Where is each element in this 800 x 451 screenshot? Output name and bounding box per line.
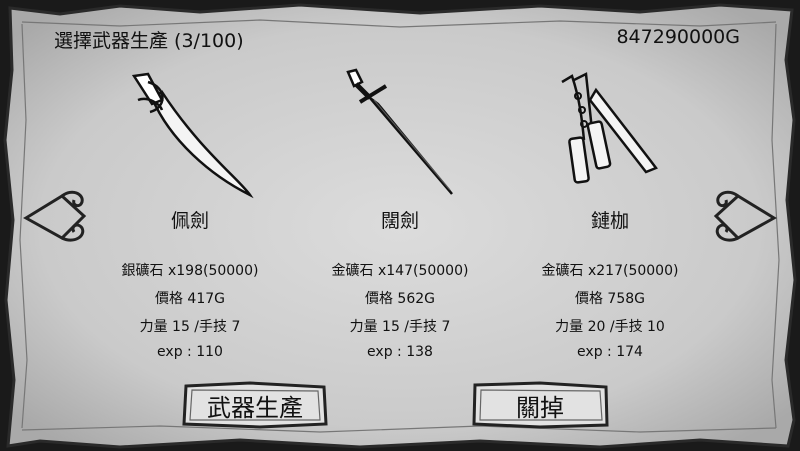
weapon-card-broadsword[interactable]: 闊劍 金礦石 x147(50000) 價格 562G 力量 15 /手技 7 e… — [300, 60, 500, 370]
weapon-price: 價格 758G — [574, 291, 646, 307]
weapon-name: 闊劍 — [380, 210, 419, 232]
produce-weapon-button[interactable]: 武器生產 — [180, 380, 330, 430]
produce-button-label: 武器生產 — [207, 393, 303, 422]
weapon-material: 金礦石 x217(50000) — [541, 263, 679, 279]
saber-icon — [131, 72, 254, 199]
weapon-requirement: 力量 20 /手技 10 — [555, 319, 665, 335]
flail-icon — [561, 72, 658, 184]
weapon-exp: exp : 110 — [157, 344, 223, 360]
page-title: 選擇武器生產 (3/100) — [54, 30, 244, 52]
broadsword-icon — [346, 68, 453, 195]
weapon-price: 價格 562G — [364, 291, 436, 307]
weapon-name: 鏈枷 — [590, 210, 629, 232]
weapon-exp: exp : 138 — [367, 344, 433, 360]
gold-amount: 847290000G — [616, 26, 740, 48]
weapon-material: 金礦石 x147(50000) — [331, 263, 469, 279]
weapon-card-flail[interactable]: 鏈枷 金礦石 x217(50000) 價格 758G 力量 20 /手技 10 … — [510, 60, 710, 370]
left-ornament-icon — [23, 190, 87, 242]
button-frame — [182, 381, 328, 429]
weapon-requirement: 力量 15 /手技 7 — [139, 319, 241, 335]
weapon-card-saber[interactable]: 佩劍 銀礦石 x198(50000) 價格 417G 力量 15 /手技 7 e… — [90, 60, 290, 370]
close-button[interactable]: 關掉 — [470, 380, 610, 430]
close-button-label: 關掉 — [516, 393, 564, 422]
right-ornament-icon — [713, 190, 777, 242]
weapon-name: 佩劍 — [170, 210, 209, 232]
weapon-price: 價格 417G — [154, 291, 226, 307]
weapon-material: 銀礦石 x198(50000) — [121, 263, 259, 279]
button-frame — [472, 381, 609, 429]
weapon-exp: exp : 174 — [577, 344, 643, 360]
weapon-requirement: 力量 15 /手技 7 — [349, 319, 451, 335]
